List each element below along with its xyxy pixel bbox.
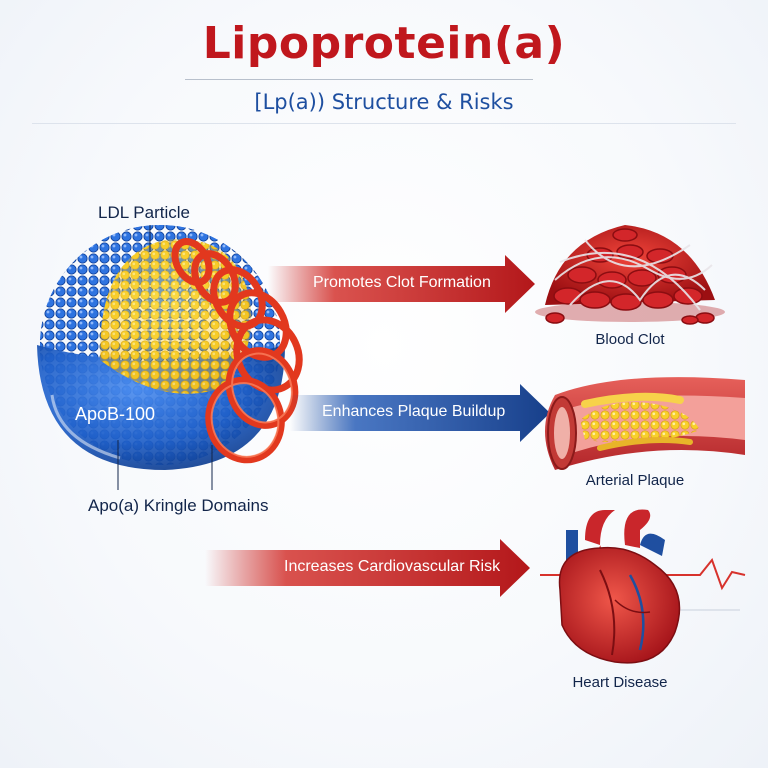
outcome-label-heart-disease: Heart Disease: [572, 674, 668, 691]
page-subtitle: [Lp(a)) Structure & Risks: [254, 90, 514, 114]
arrow-plaque: [290, 384, 550, 442]
arrow-clot: [268, 255, 535, 313]
outcome-label-blood-clot: Blood Clot: [595, 331, 665, 348]
title-divider: [185, 79, 533, 80]
kringle-helix: [171, 238, 303, 464]
leader-lines: [117, 225, 213, 490]
outcome-label-arterial-plaque: Arterial Plaque: [585, 472, 685, 489]
artery-illustration: [545, 377, 745, 470]
apob-label: ApoB-100: [75, 404, 156, 424]
arrow-cardio: [205, 539, 530, 597]
heart-illustration: [540, 509, 746, 664]
page-title: Lipoprotein(a): [202, 18, 566, 69]
kringle-domains-label: Apo(a) Kringle Domains: [88, 496, 269, 515]
blood-clot-illustration: [535, 225, 725, 325]
arrow-label-cardio: Increases Cardiovascular Risk: [284, 558, 501, 575]
arrow-label-plaque: Enhances Plaque Buildup: [322, 403, 506, 420]
ldl-particle-label: LDL Particle: [98, 203, 190, 222]
header-divider: [32, 123, 736, 124]
arrow-label-clot: Promotes Clot Formation: [313, 274, 491, 291]
